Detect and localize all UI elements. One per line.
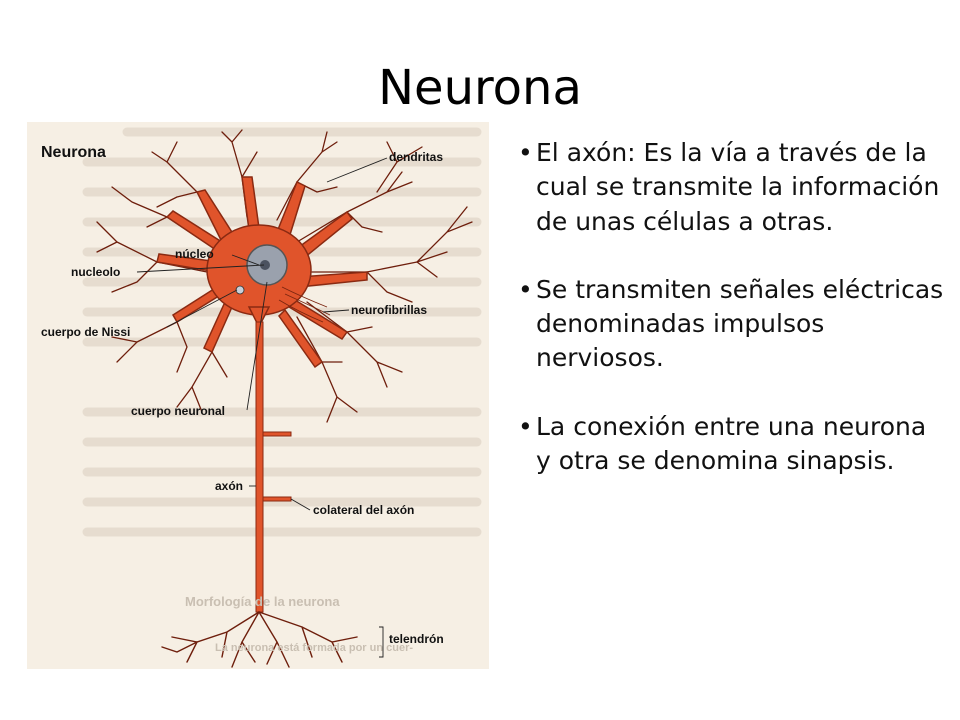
background-text-1: Morfología de la neurona	[185, 594, 340, 609]
nissl-body	[235, 285, 245, 295]
bullet-marker: •	[518, 138, 533, 167]
bullet-marker: •	[518, 411, 533, 441]
background-text-2: La neurona está formada por un cuer-	[215, 642, 414, 654]
label-dendritas: dendritas	[389, 150, 444, 164]
figure-title: Neurona	[41, 144, 106, 161]
bullet-marker: •	[518, 274, 533, 304]
bullet-list: • El axón: Es la vía a través de la cual…	[518, 136, 948, 512]
bullet-item: • Se transmiten señales eléctricas denom…	[518, 273, 948, 376]
bullet-item: • El axón: Es la vía a través de la cual…	[518, 136, 948, 239]
bullet-text: Se transmiten señales eléctricas denomin…	[536, 274, 944, 373]
bullet-text: La conexión entre una neurona y otra se …	[536, 411, 927, 475]
label-cuerpo-nissi: cuerpo de Nissi	[41, 325, 131, 339]
nucleolus	[260, 260, 270, 270]
label-cuerpo-neuronal: cuerpo neuronal	[131, 404, 226, 418]
axon	[255, 321, 264, 613]
telodendron	[161, 611, 358, 668]
neuron-drawing	[82, 127, 482, 668]
label-neurofibrillas: neurofibrillas	[351, 303, 428, 317]
bullet-item: • La conexión entre una neurona y otra s…	[518, 410, 948, 479]
bullet-text: El axón: Es la vía a través de la cual s…	[536, 138, 940, 236]
slide-title: Neurona	[378, 60, 582, 116]
label-telendron: telendrón	[389, 632, 444, 646]
label-colateral: colateral del axón	[313, 503, 415, 517]
neuron-figure: Morfología de la neurona La neurona está…	[27, 122, 489, 669]
label-nucleolo: nucleolo	[71, 265, 121, 279]
label-nucleo: núcleo	[175, 247, 214, 261]
label-axon: axón	[215, 479, 244, 493]
